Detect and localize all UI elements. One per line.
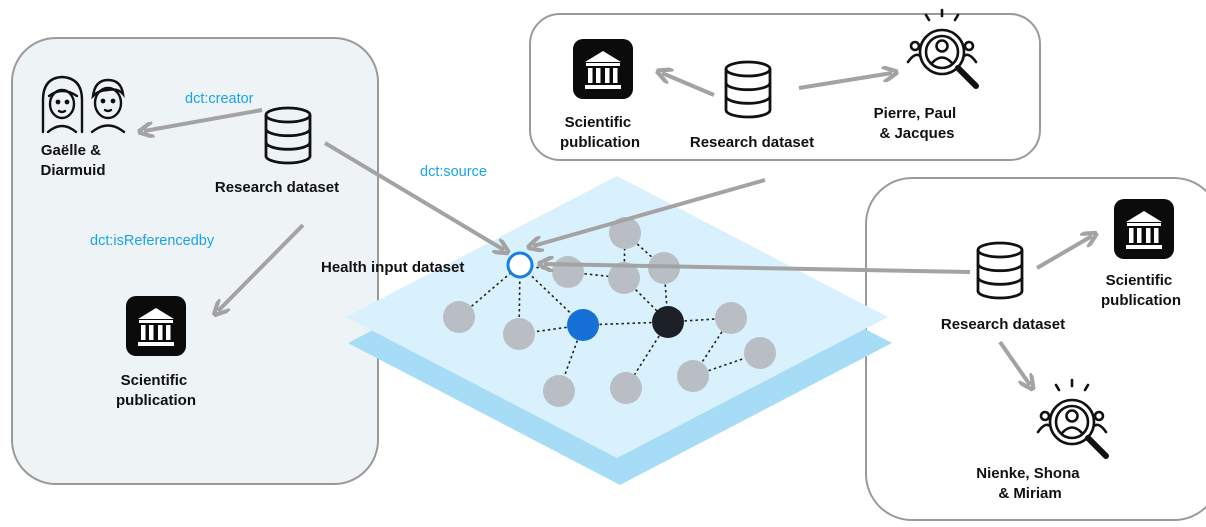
right-publication-label: Scientific publication <box>1101 272 1181 309</box>
network-node <box>677 360 709 392</box>
people-label-gaelle-diarmuid: Gaëlle & Diarmuid <box>40 142 105 179</box>
is-referenced-by-arrow <box>218 223 305 311</box>
top-dataset-to-publication-arrow <box>662 73 715 97</box>
left-research-dataset-label: Research dataset <box>215 179 339 196</box>
people-avatars-icon <box>41 75 126 134</box>
researcher-search-icon <box>906 8 979 89</box>
right-dataset-to-publication-arrow <box>1035 236 1092 270</box>
network-node <box>552 256 584 288</box>
source-arrow-right <box>544 264 971 274</box>
network-node <box>744 337 776 369</box>
source-property-label: dct:source <box>420 164 487 180</box>
network-plane <box>346 176 892 485</box>
top-publication-label: Scientific publication <box>560 114 640 151</box>
institution-icon <box>573 39 633 99</box>
left-publication-label: Scientific publication <box>116 372 196 409</box>
network-node <box>715 302 747 334</box>
institution-icon <box>126 296 186 356</box>
network-node <box>503 318 535 350</box>
top-dataset-to-people-arrow <box>798 73 892 90</box>
network-node <box>609 217 641 249</box>
database-icon <box>724 60 772 119</box>
network-node <box>443 301 475 333</box>
right-dataset-to-people-arrow <box>998 340 1030 385</box>
relation-arrows <box>144 73 1092 385</box>
network-node <box>610 372 642 404</box>
creator-arrow <box>144 108 263 131</box>
is-referenced-by-property-label: dct:isReferencedby <box>90 233 215 249</box>
institution-icon <box>1114 199 1174 259</box>
source-arrow-top <box>533 178 766 246</box>
people-label-pierre-paul-jacques: Pierre, Paul & Jacques <box>874 105 961 142</box>
plane-top-layer <box>346 176 888 458</box>
top-research-dataset-label: Research dataset <box>690 134 814 151</box>
database-icon <box>976 241 1024 300</box>
highlighted-blue-node <box>567 309 599 341</box>
source-arrow-left <box>323 141 504 250</box>
right-research-dataset-label: Research dataset <box>941 316 1065 333</box>
network-node <box>608 262 640 294</box>
health-input-dataset-node <box>506 251 534 279</box>
highlighted-dark-node <box>652 306 684 338</box>
network-node <box>543 375 575 407</box>
creator-property-label: dct:creator <box>185 91 254 107</box>
health-input-dataset-label: Health input dataset <box>321 259 464 276</box>
researcher-search-icon <box>1036 378 1109 459</box>
database-icon <box>264 106 312 165</box>
people-label-nienke-shona-miriam: Nienke, Shona & Miriam <box>976 465 1084 502</box>
